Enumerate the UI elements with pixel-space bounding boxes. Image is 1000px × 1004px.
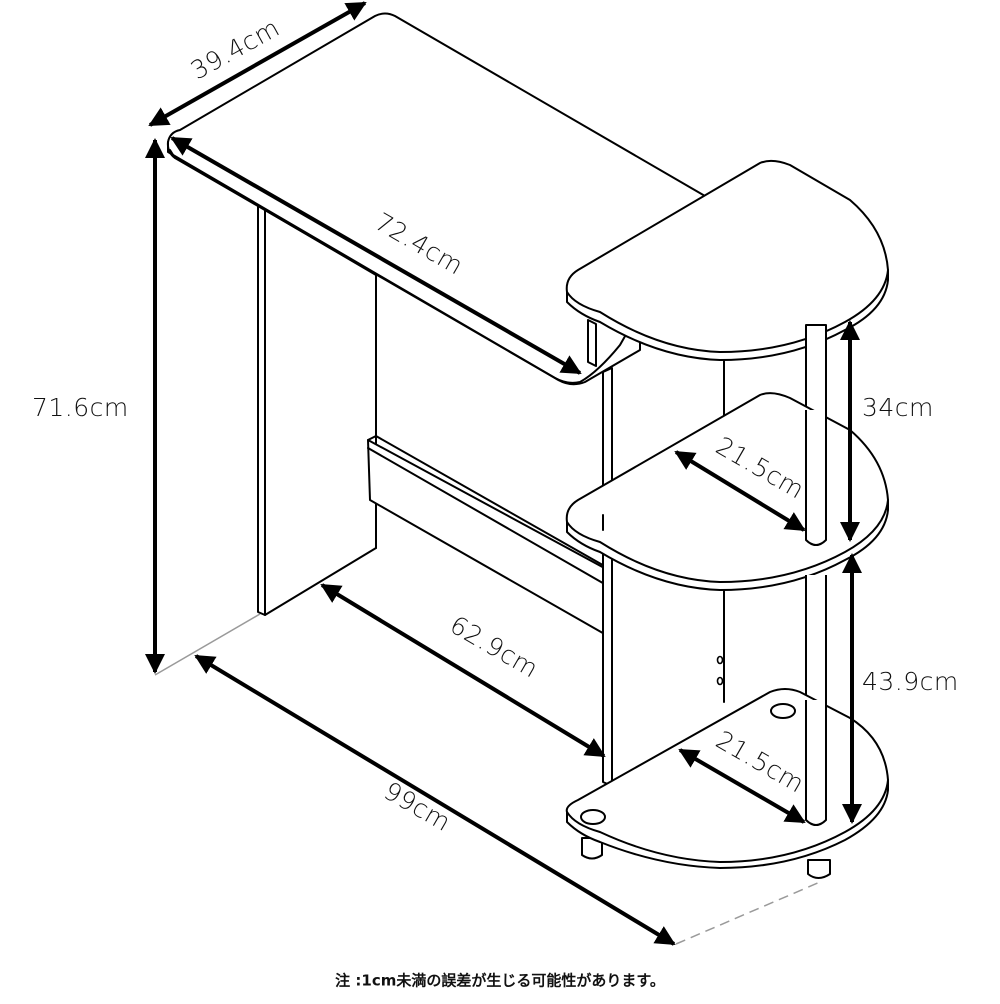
bottom-shelf-pad-right (770, 703, 796, 719)
foot-right (807, 859, 831, 879)
tolerance-note: 注 :1cm未満の誤差が生じる可能性があります。 (335, 971, 665, 990)
desk-body (166, 12, 706, 787)
top-shelf (565, 159, 889, 361)
shelf-unit (565, 159, 889, 879)
left-side-panel (257, 204, 266, 616)
label-lower-shelf-spacing: 43.9cm (862, 667, 959, 696)
bottom-shelf-pad-left (580, 809, 606, 825)
label-legroom-width: 62.9cm (445, 610, 543, 683)
label-upper-shelf-spacing: 34cm (862, 393, 934, 422)
right-side-panel (602, 367, 613, 787)
label-total-width: 99cm (379, 776, 456, 837)
dimension-lines (145, 1, 862, 946)
label-height: 71.6cm (32, 393, 129, 422)
middle-shelf (565, 392, 889, 591)
